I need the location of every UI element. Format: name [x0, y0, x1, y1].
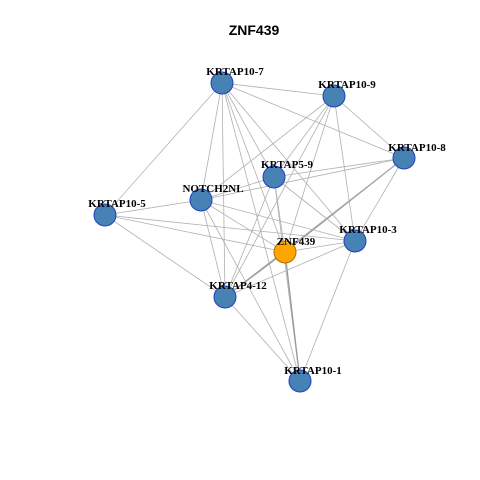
labels-layer: KRTAP10-7KRTAP10-9KRTAP10-8KRTAP5-9NOTCH… [88, 66, 446, 377]
node-label-krtap10-9: KRTAP10-9 [318, 79, 376, 91]
node-krtap10-9[interactable] [322, 84, 346, 108]
edge-krtap10-8-krtap10-3 [354, 157, 405, 242]
edge-krtap10-7-krtap10-8 [221, 82, 405, 159]
edge-krtap10-7-znf439 [221, 82, 286, 253]
node-krtap10-7[interactable] [210, 71, 234, 95]
edge-krtap4-12-krtap10-1 [224, 296, 301, 382]
node-krtap10-1[interactable] [288, 369, 312, 393]
edge-notch2nl-krtap4-12 [200, 199, 226, 298]
edge-znf439-krtap10-3 [284, 240, 356, 253]
node-label-krtap10-7: KRTAP10-7 [206, 66, 264, 78]
node-krtap10-8[interactable] [392, 146, 416, 170]
edge-znf439-krtap10-1 [284, 251, 301, 382]
node-label-krtap5-9: KRTAP5-9 [261, 159, 313, 171]
node-label-krtap10-8: KRTAP10-8 [388, 142, 446, 154]
edge-krtap10-7-krtap4-12 [221, 82, 226, 298]
edges-layer [104, 82, 405, 382]
edge-krtap10-7-krtap10-1 [221, 82, 301, 382]
edge-notch2nl-krtap10-1 [200, 199, 301, 382]
node-znf439[interactable] [273, 240, 297, 264]
edge-krtap10-8-krtap5-9 [273, 157, 405, 178]
edge-krtap10-5-krtap10-3 [104, 214, 356, 242]
node-label-krtap4-12: KRTAP4-12 [209, 280, 267, 292]
edge-znf439-krtap4-12 [224, 251, 286, 298]
edge-krtap10-5-znf439 [104, 214, 286, 253]
node-krtap4-12[interactable] [213, 285, 237, 309]
nodes-layer [93, 71, 416, 393]
edge-krtap5-9-krtap4-12 [224, 176, 275, 298]
node-krtap10-5[interactable] [93, 203, 117, 227]
edge-krtap10-7-krtap5-9 [221, 82, 275, 178]
edge-krtap10-9-znf439 [284, 95, 335, 253]
edge-krtap10-9-krtap5-9 [273, 95, 335, 178]
edge-krtap10-5-krtap4-12 [104, 214, 226, 298]
edge-krtap10-7-krtap10-5 [104, 82, 223, 216]
node-notch2nl[interactable] [189, 188, 213, 212]
edge-krtap10-9-krtap10-8 [333, 95, 405, 159]
edge-krtap10-9-krtap10-3 [333, 95, 356, 242]
graph-title: ZNF439 [229, 22, 280, 38]
edge-notch2nl-znf439 [200, 199, 286, 253]
edge-krtap10-3-krtap4-12 [224, 240, 356, 298]
edge-notch2nl-krtap10-3 [200, 199, 356, 242]
edge-krtap5-9-notch2nl [200, 176, 275, 201]
edge-krtap5-9-krtap10-3 [273, 176, 356, 242]
node-label-notch2nl: NOTCH2NL [182, 183, 243, 195]
node-label-krtap10-5: KRTAP10-5 [88, 198, 146, 210]
edge-krtap10-9-krtap4-12 [224, 95, 335, 298]
edge-krtap10-8-notch2nl [200, 157, 405, 201]
edge-krtap10-7-krtap10-9 [221, 82, 335, 97]
edge-krtap10-7-notch2nl [200, 82, 223, 201]
node-label-krtap10-3: KRTAP10-3 [339, 224, 397, 236]
edge-krtap10-9-notch2nl [200, 95, 335, 201]
node-krtap10-3[interactable] [343, 229, 367, 253]
node-label-znf439: ZNF439 [277, 236, 316, 248]
node-label-krtap10-1: KRTAP10-1 [284, 365, 341, 377]
edge-krtap10-3-krtap10-1 [299, 240, 356, 382]
edge-notch2nl-krtap10-5 [104, 199, 202, 216]
node-krtap5-9[interactable] [262, 165, 286, 189]
